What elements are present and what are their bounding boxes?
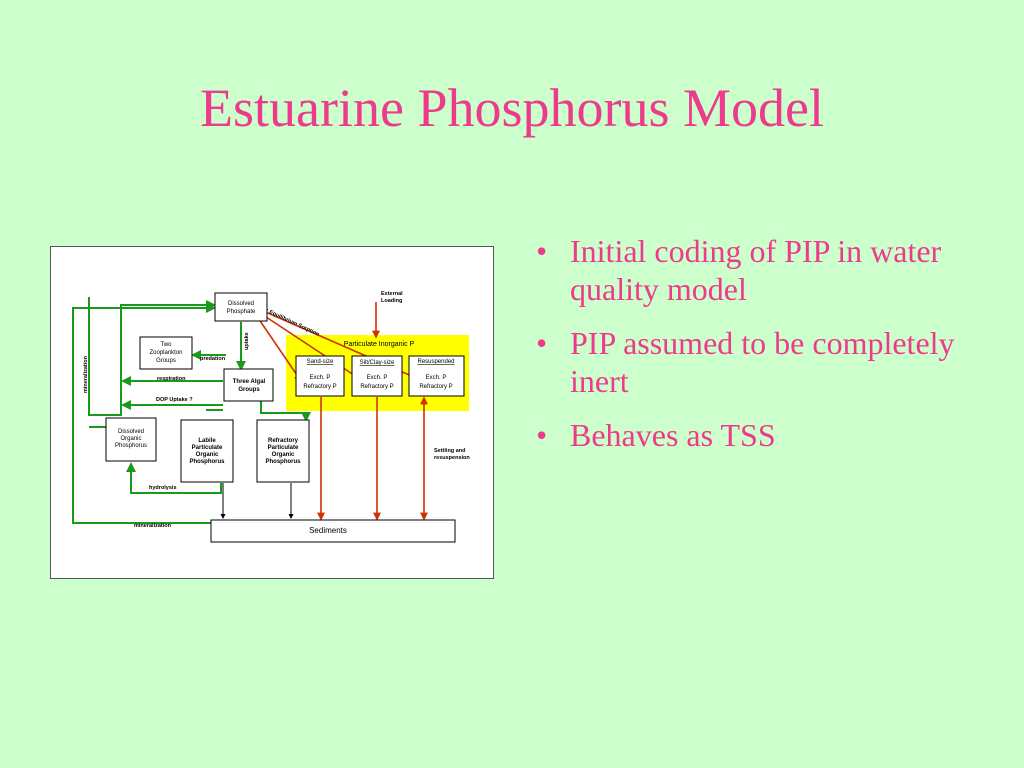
lpop-label-1: Labile [198, 438, 216, 444]
resuspended-label: Resuspended [417, 359, 454, 365]
mineralization-left-label: mineralization [83, 355, 89, 393]
silt-box [351, 355, 403, 397]
bullet-dot-icon: • [536, 325, 548, 361]
sand-box [295, 355, 345, 397]
hydrolysis-arrow [126, 462, 222, 494]
bullet-dot-icon: • [536, 233, 548, 269]
sediments-box [210, 519, 456, 543]
dop-box [105, 417, 157, 462]
dissolved-phosphate-label-2: Phosphate [227, 309, 256, 315]
zooplankton-label-3: Groups [156, 358, 176, 364]
sediments-label: Sediments [309, 526, 347, 535]
respiration-label: respiration [157, 376, 186, 382]
resuspended-box [408, 355, 465, 397]
external-loading-label-2: Loading [381, 298, 402, 304]
mineralization-loop-left [72, 303, 216, 524]
dop-label-3: Phosphorus [115, 443, 147, 449]
bullet-dot-icon: • [536, 417, 548, 453]
lpop-box [180, 419, 234, 483]
algal-groups-box [223, 368, 274, 402]
sand-label: Sand-size [307, 359, 334, 365]
dop-uptake-label: DOP Uptake ? [156, 397, 193, 403]
bullet-item: • PIP assumed to be completely inert [530, 324, 1000, 400]
algae-recycle-loop [88, 297, 216, 416]
settling-label-1: Settling and [434, 448, 465, 454]
bullet-text: Behaves as TSS [570, 417, 776, 453]
dissolved-phosphate-label-1: Dissolved [228, 301, 254, 307]
dissolved-phosphate-box [214, 292, 268, 322]
lpop-label-3: Organic [196, 452, 219, 458]
pip-title: Particulate Inorganic P [344, 341, 415, 348]
diagram-canvas: Particulate Inorganic P [72, 291, 470, 543]
rpop-label-3: Organic [272, 452, 295, 458]
algae-to-rpop [260, 401, 311, 422]
rpop-label-1: Refractory [268, 438, 299, 444]
silt-label: Silt/Clay-size [360, 360, 395, 366]
predation-label: predation [200, 356, 226, 362]
silt-exch-label: Exch. P [367, 375, 388, 381]
bullet-list: • Initial coding of PIP in water quality … [530, 232, 1000, 470]
resuspended-refractory-label: Refractory P [419, 384, 452, 390]
mineralization-bottom-label: mineralization [134, 523, 172, 529]
bullet-item: • Initial coding of PIP in water quality … [530, 232, 1000, 308]
bullet-item: • Behaves as TSS [530, 416, 1000, 454]
resuspended-exch-label: Exch. P [426, 375, 447, 381]
algal-groups-label-1: Three Algal [233, 379, 266, 385]
bullet-text: Initial coding of PIP in water quality m… [570, 233, 942, 307]
phosphorus-model-diagram: Particulate Inorganic P [50, 246, 494, 579]
sand-refractory-label: Refractory P [303, 384, 336, 390]
dop-label-2: Organic [120, 436, 141, 442]
zooplankton-box [139, 336, 193, 370]
sand-exch-label: Exch. P [310, 375, 331, 381]
uptake-label: uptake [244, 332, 250, 350]
zooplankton-label-2: Zooplankton [149, 350, 182, 356]
zooplankton-label-1: Two [160, 342, 172, 348]
settling-label-2: resuspension [434, 455, 470, 461]
algal-groups-label-2: Groups [238, 387, 260, 393]
lpop-label-4: Phosphorus [189, 459, 225, 465]
slide-title: Estuarine Phosphorus Model [200, 78, 824, 138]
dop-label-1: Dissolved [118, 429, 144, 435]
rpop-label-4: Phosphorus [265, 459, 301, 465]
rpop-box [256, 419, 310, 483]
silt-refractory-label: Refractory P [360, 384, 393, 390]
rpop-label-2: Particulate [268, 445, 299, 451]
bullet-text: PIP assumed to be completely inert [570, 325, 955, 399]
lpop-label-2: Particulate [192, 445, 223, 451]
hydrolysis-label: hydrolysis [149, 485, 177, 491]
external-loading-label-1: External [381, 291, 403, 297]
